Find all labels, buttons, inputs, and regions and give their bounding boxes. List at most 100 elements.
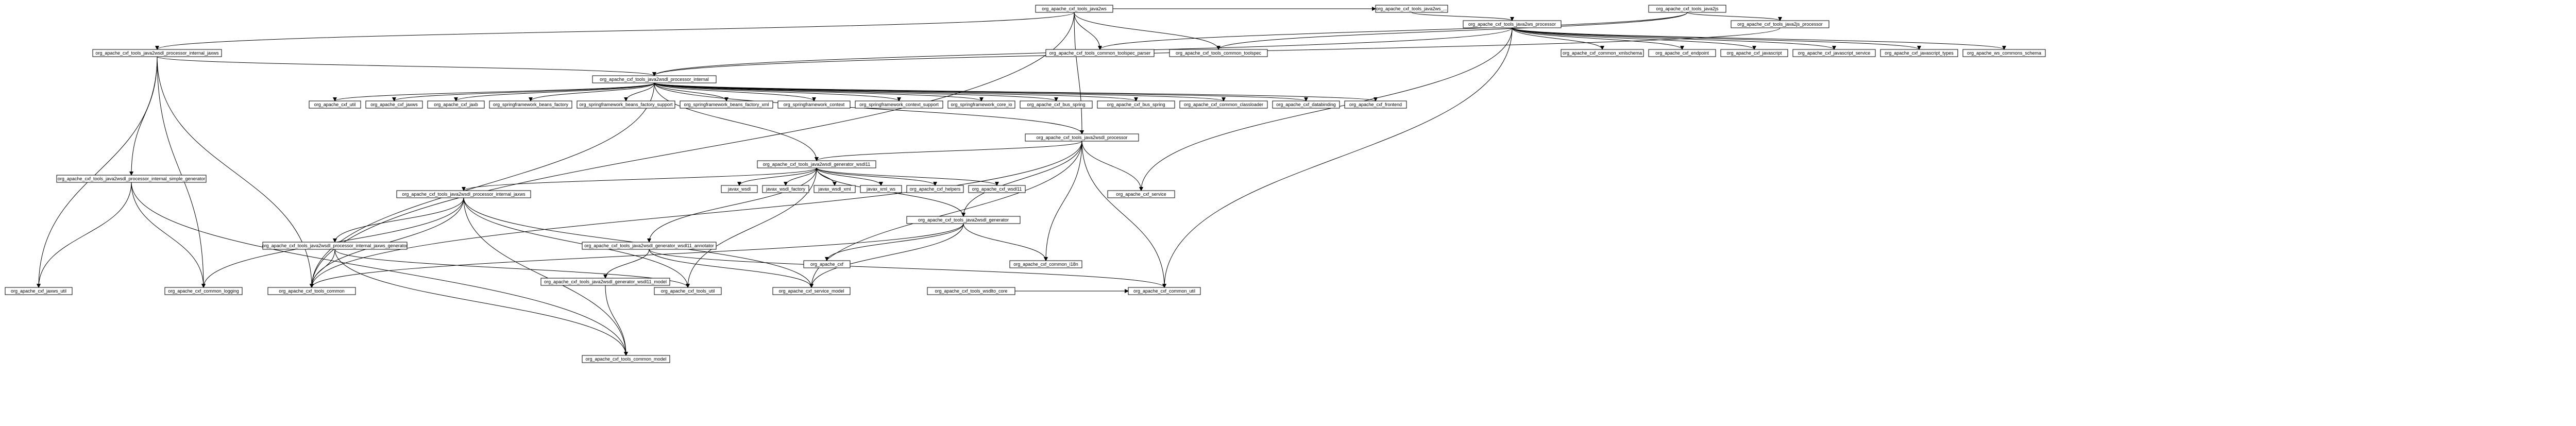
- package-node-box: [1731, 20, 1829, 28]
- package-node[interactable]: org_springframework_context: [777, 100, 851, 109]
- package-node[interactable]: org_apache_cxf_tools_java2wsdl_processor…: [92, 49, 222, 57]
- package-node[interactable]: org_apache_cxf_tools_java2wsdl_processor…: [262, 242, 408, 250]
- dependency-arrow: [603, 249, 650, 279]
- package-node[interactable]: javax_wsdl_factory: [762, 185, 809, 193]
- package-node[interactable]: org_apache_cxf_javascript_types: [1880, 49, 1958, 57]
- package-nodes: org_apache_cxf_tools_java2ws org_apache_c…: [5, 5, 2046, 363]
- package-node-box: [582, 242, 717, 250]
- dependency-edge: [605, 285, 628, 356]
- package-node-box: [1344, 100, 1407, 109]
- package-node[interactable]: org_apache_cxf_tools_common_toolspec_par…: [1045, 49, 1155, 57]
- package-node[interactable]: org_apache_cxf_tools_java2ws: [1035, 5, 1113, 13]
- dependency-arrow: [816, 167, 999, 186]
- dependency-edge: [654, 82, 1308, 101]
- package-node[interactable]: org_apache_cxf_endpoint: [1648, 49, 1716, 57]
- package-node[interactable]: org_apache_cxf_tools_java2ws_...: [1375, 5, 1448, 13]
- package-node-label: org_springframework_context: [784, 102, 845, 107]
- package-node-box: [1169, 49, 1268, 57]
- package-node[interactable]: org_apache_cxf_tools_java2js_processor: [1731, 20, 1829, 28]
- package-node[interactable]: org_apache_cxf_bus_spring: [1097, 100, 1175, 109]
- package-node-box: [1128, 287, 1201, 295]
- package-node[interactable]: org_apache_cxf_tools_wsdlto_core: [927, 287, 1015, 295]
- package-node[interactable]: javax_xml_ws: [860, 185, 902, 193]
- package-node-label: org_apache_cxf_tools_common_model: [585, 356, 666, 362]
- package-node[interactable]: org_apache_cxf_tools_java2wsdl_processor…: [396, 190, 531, 198]
- package-node[interactable]: org_apache_cxf_databinding: [1272, 100, 1340, 109]
- package-node-box: [906, 216, 1021, 224]
- package-node-label: org_apache_cxf_common_xmlschema: [1563, 50, 1642, 56]
- package-node[interactable]: org_apache_cxf_wsdl11: [968, 185, 1026, 193]
- dependency-arrow: [1162, 27, 1513, 288]
- package-node-box: [365, 100, 423, 109]
- package-node[interactable]: org_springframework_beans_factory: [489, 100, 572, 109]
- package-node[interactable]: org_apache_ws_commons_schema: [1962, 49, 2046, 57]
- package-node[interactable]: org_apache_cxf_tools_common_model: [582, 355, 670, 363]
- package-node[interactable]: org_springframework_beans_factory_xml: [680, 100, 773, 109]
- package-node[interactable]: org_apache_cxf_bus_spring: [1020, 100, 1093, 109]
- package-node[interactable]: org_springframework_context_support: [855, 100, 943, 109]
- package-node[interactable]: org_apache_cxf_tools_java2wsdl_generator…: [757, 160, 876, 168]
- dependency-edges: [37, 7, 2006, 356]
- package-node-label: org_apache_cxf_service_model: [778, 288, 844, 294]
- package-node[interactable]: org_apache_cxf_jaxb: [427, 100, 485, 109]
- package-node[interactable]: org_apache_cxf_tools_common: [267, 287, 356, 295]
- package-node[interactable]: org_apache_cxf_tools_util: [654, 287, 722, 295]
- package-node-label: javax_wsdl: [727, 186, 751, 192]
- package-node[interactable]: org_apache_cxf_jaxws: [365, 100, 423, 109]
- dependency-edge: [815, 141, 1082, 161]
- package-node[interactable]: org_apache_cxf: [803, 260, 851, 268]
- package-node[interactable]: org_apache_cxf_service_model: [772, 287, 851, 295]
- dependency-arrow: [737, 167, 817, 186]
- package-node-label: org_apache_cxf_tools_java2wsdl_processor…: [600, 77, 709, 82]
- package-node[interactable]: org_springframework_core_io: [947, 100, 1015, 109]
- package-node[interactable]: org_apache_cxf_helpers: [906, 185, 964, 193]
- dependency-arrow: [1512, 27, 1756, 50]
- package-node-box: [1272, 100, 1340, 109]
- package-node[interactable]: org_apache_cxf_tools_java2ws_processor: [1463, 20, 1562, 28]
- package-node[interactable]: org_apache_cxf_tools_common_toolspec: [1169, 49, 1268, 57]
- package-node-label: org_apache_cxf_javascript: [1726, 50, 1782, 56]
- dependency-edge: [1512, 27, 1836, 50]
- dependency-edge: [654, 82, 1378, 101]
- package-node[interactable]: org_apache_cxf_tools_java2wsdl_generator…: [582, 242, 717, 250]
- package-node[interactable]: org_apache_cxf_tools_java2js: [1648, 5, 1726, 13]
- dependency-edge: [129, 56, 158, 176]
- package-node[interactable]: org_apache_cxf_frontend: [1344, 100, 1407, 109]
- package-node[interactable]: org_apache_cxf_tools_java2wsdl_processor…: [592, 75, 717, 83]
- package-node-box: [489, 100, 572, 109]
- package-node-box: [1009, 260, 1082, 268]
- dependency-edge: [1512, 27, 1756, 50]
- package-node[interactable]: org_apache_cxf_tools_java2wsdl_generator…: [540, 278, 670, 286]
- package-node[interactable]: org_springframework_beans_factory_suppor…: [577, 100, 675, 109]
- package-node[interactable]: org_apache_cxf_common_util: [1128, 287, 1201, 295]
- dependency-edge: [1216, 12, 1688, 50]
- dependency-arrow: [1044, 141, 1082, 261]
- dependency-arrow: [310, 249, 335, 288]
- package-node[interactable]: javax_wsdl_xml: [814, 185, 856, 193]
- dependency-edge: [737, 167, 817, 186]
- package-node[interactable]: org_apache_cxf_tools_java2wsdl_processor: [1025, 133, 1139, 142]
- package-node-label: org_apache_cxf_tools_util: [661, 288, 715, 294]
- package-node-box: [1648, 49, 1716, 57]
- package-node[interactable]: org_apache_cxf_common_logging: [164, 287, 243, 295]
- package-node[interactable]: org_apache_cxf_javascript: [1720, 49, 1788, 57]
- dependency-edge: [654, 82, 816, 101]
- package-node[interactable]: org_apache_cxf_jaxws_util: [5, 287, 73, 295]
- package-node-label: javax_wsdl_xml: [818, 186, 851, 192]
- package-node-label: javax_xml_ws: [866, 186, 896, 192]
- package-node[interactable]: org_apache_cxf_tools_java2wsdl_processor…: [56, 175, 207, 183]
- package-node[interactable]: javax_wsdl: [721, 185, 758, 193]
- package-node[interactable]: org_apache_cxf_javascript_service: [1792, 49, 1876, 57]
- package-node[interactable]: org_apache_cxf_common_classloader: [1179, 100, 1268, 109]
- package-node[interactable]: org_apache_cxf_tools_java2wsdl_generator: [906, 216, 1021, 224]
- dependency-edge: [816, 167, 883, 186]
- dependency-edge: [809, 223, 964, 288]
- package-node[interactable]: org_apache_cxf_common_xmlschema: [1561, 49, 1644, 57]
- dependency-arrow: [1512, 27, 1684, 50]
- package-node[interactable]: org_apache_cxf_util: [309, 100, 361, 109]
- dependency-arrow: [131, 182, 206, 288]
- dependency-arrow: [310, 82, 655, 288]
- package-node[interactable]: org_apache_cxf_service: [1107, 190, 1175, 198]
- package-node[interactable]: org_apache_cxf_common_i18n: [1009, 260, 1082, 268]
- dependency-edge: [310, 12, 1075, 288]
